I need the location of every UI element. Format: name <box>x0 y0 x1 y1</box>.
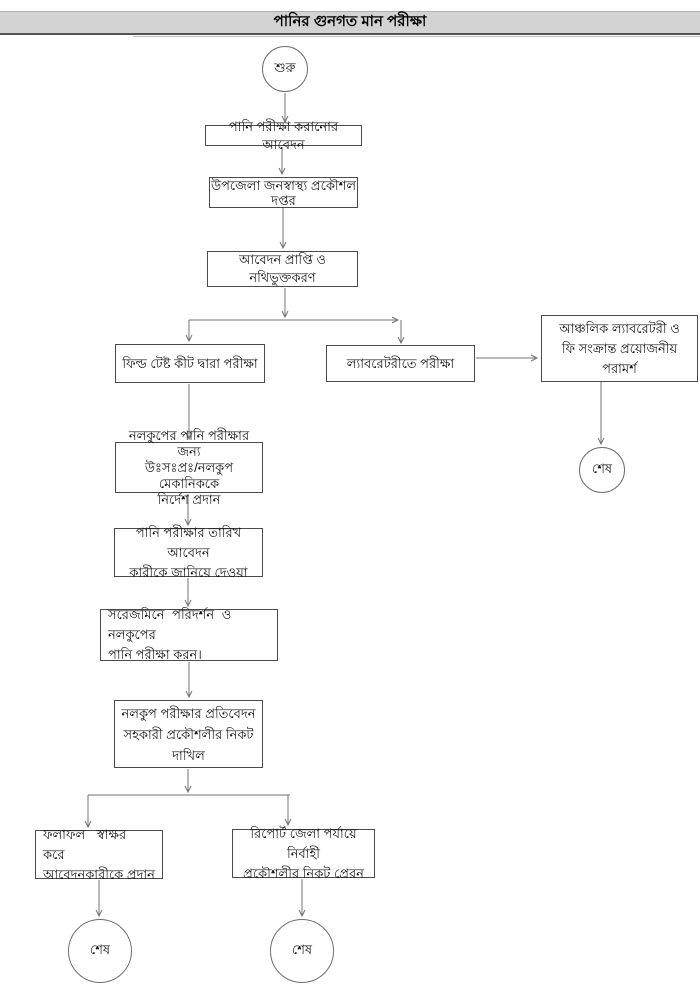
end-right-label: শেষ <box>591 460 613 476</box>
node-report: নলকুপ পরীক্ষার প্রতিবেদন সহকারী প্রকৌশলী… <box>114 700 263 768</box>
node-office-line2: দপ্তর <box>271 192 296 208</box>
node-inspect-line1: সরেজমিনে পরিদর্শন ও নলকুপের <box>108 607 232 642</box>
node-labtest-text: ল্যাবরেটরীতে পরীক্ষা <box>346 355 455 371</box>
title-bar: পানির গুনগত মান পরীক্ষা <box>0 11 700 35</box>
node-report-line1: নলকুপ পরীক্ষার প্রতিবেদন <box>121 705 256 721</box>
node-result: ফলাফল স্বাক্ষর করে আবেদনকারীকে প্রদান <box>35 827 163 882</box>
end-node-left: শেষ <box>68 919 132 983</box>
node-sendreport: রিপোর্ট জেলা পর্যায়ে নির্বাহী প্রকৌশলীর… <box>232 826 375 881</box>
node-office: উপজেলা জনস্বাস্থ্য প্রকৌশল দপ্তর <box>209 177 358 208</box>
node-fieldtest-text: ফিল্ড টেষ্ট কীট দ্বারা পরীক্ষা <box>122 355 258 371</box>
end-left-label: শেষ <box>89 941 111 957</box>
node-inspect: সরেজমিনে পরিদর্শন ও নলকুপের পানি পরীক্ষা… <box>100 607 278 662</box>
node-inform-line1: পানি পরীক্ষার তারিখ আবেদন <box>135 524 242 560</box>
node-inform-line2: কারীকে জানিয়ে দেওয়া <box>129 564 248 580</box>
node-labtest: ল্যাবরেটরীতে পরীক্ষা <box>326 345 475 382</box>
end-node-right: শেষ <box>579 447 625 493</box>
node-receive-text: আবেদন প্রাপ্তি ও নথিভুক্তকরণ <box>239 252 326 285</box>
end-middle-label: শেষ <box>291 941 313 957</box>
node-inspect-line2: পানি পরীক্ষা করন। <box>108 647 202 662</box>
node-sendreport-line1: রিপোর্ট জেলা পর্যায়ে নির্বাহী <box>250 825 357 861</box>
start-node: শুরু <box>262 46 308 92</box>
end-node-middle: শেষ <box>270 919 334 983</box>
node-advice-line2: ফি সংক্রান্ত প্রয়োজনীয় <box>561 340 678 356</box>
page-title: পানির গুনগত মান পরীক্ষা <box>273 13 427 30</box>
node-report-line2: সহকারী প্রকৌশলীর নিকট <box>123 726 254 742</box>
node-sendreport-line2: প্রকৌশলীর নিকট প্রেরন <box>243 865 364 881</box>
node-inform: পানি পরীক্ষার তারিখ আবেদন কারীকে জানিয়ে… <box>114 525 263 580</box>
node-instruct-line3: নির্দেশ প্রদান <box>157 491 221 507</box>
node-advice-line3: পরামর্শ <box>602 360 637 376</box>
node-advice-line1: আঞ্চলিক ল্যাবরেটরী ও <box>559 320 680 336</box>
node-instruct: নলকুপের পানি পরীক্ষার জন্য উঃসঃপ্রঃ/নলকু… <box>115 428 263 507</box>
node-result-line1: ফলাফল স্বাক্ষর করে <box>43 826 127 862</box>
node-fieldtest: ফিল্ড টেষ্ট কীট দ্বারা পরীক্ষা <box>115 344 265 383</box>
node-receive: আবেদন প্রাপ্তি ও নথিভুক্তকরণ <box>207 251 358 287</box>
node-instruct-line2: উঃসঃপ্রঃ/নলকুপ মেকানিককে <box>144 459 234 491</box>
node-instruct-line1: নলকুপের পানি পরীক্ষার জন্য <box>128 427 250 459</box>
node-office-line1: উপজেলা জনস্বাস্থ্য প্রকৌশল <box>210 177 357 193</box>
node-result-line2: আবেদনকারীকে প্রদান <box>43 866 155 882</box>
node-apply: পানি পরীক্ষা করানোর আবেদন <box>205 119 362 152</box>
start-label: শুরু <box>274 59 296 75</box>
node-advice: আঞ্চলিক ল্যাবরেটরী ও ফি সংক্রান্ত প্রয়ো… <box>541 315 698 382</box>
node-report-line3: দাখিল <box>172 747 205 763</box>
title-bar-shadow-line <box>133 36 700 37</box>
node-apply-text: পানি পরীক্ষা করানোর আবেদন <box>228 118 339 152</box>
